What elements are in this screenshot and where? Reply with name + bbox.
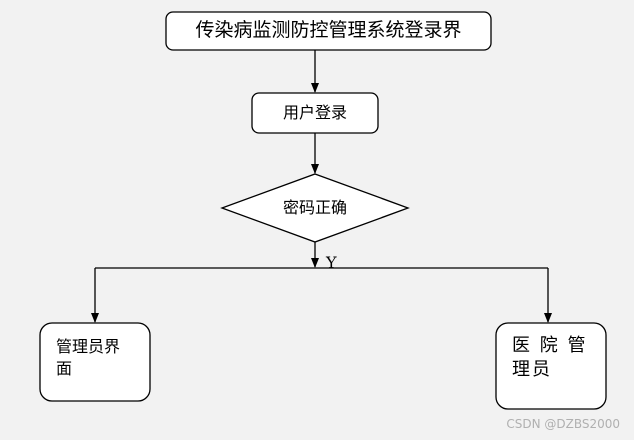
password-check-label: 密码正确 xyxy=(282,198,347,218)
hospital-admin-node-label: 医 院 管 理员 xyxy=(512,335,588,381)
login-node-label: 用户登录 xyxy=(282,103,347,123)
title-node xyxy=(165,11,492,51)
hospital-admin-node xyxy=(495,322,607,410)
admin-node-label: 管理员界 面 xyxy=(56,337,121,378)
admin-node xyxy=(39,322,151,402)
title-node-label: 传染病监测防控管理系统登录界 xyxy=(195,19,462,42)
yes-edge-label: Y xyxy=(326,253,337,272)
watermark: CSDN @DZBS2000 xyxy=(506,417,620,431)
